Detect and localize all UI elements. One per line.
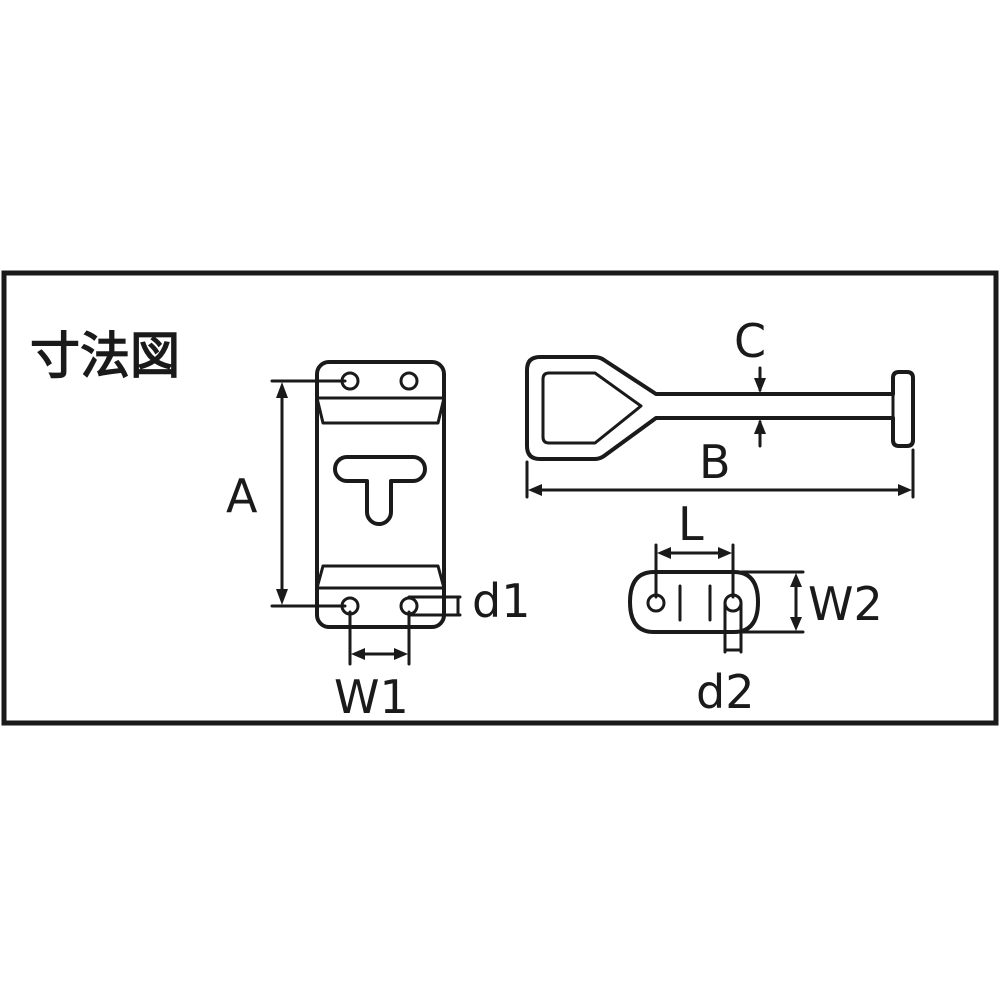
drawing-frame [1,270,999,726]
dimension-w1: W1 [334,610,411,724]
label-w2: W2 [808,577,883,631]
plate-outline [315,360,446,629]
dimension-b: B [525,435,915,499]
dimension-c: C [734,314,766,448]
plate-t-slot [333,455,427,526]
hook-side-view [525,355,915,461]
dimension-w2: W2 [740,570,883,634]
hook-loop-outer [525,355,895,461]
dimension-a: A [226,379,347,608]
hook-loop-inner [541,371,643,445]
plate-hole-top-right [399,371,419,391]
plate-bottom-band [315,564,446,590]
drawing-title: 寸法図 [30,327,180,385]
dimension-d1: d1 [407,574,530,628]
dimension-d2: d2 [696,601,754,719]
label-a: A [226,469,258,523]
label-w1: W1 [334,670,409,724]
hook-t-head [891,370,915,448]
hook-base-outline [628,570,760,634]
label-d2: d2 [696,665,754,719]
label-c: C [734,314,766,368]
label-d1: d1 [472,574,530,628]
label-b: B [699,435,731,489]
dimension-l: L [654,497,735,599]
label-l: L [678,497,704,551]
plate-top-band [315,396,446,425]
